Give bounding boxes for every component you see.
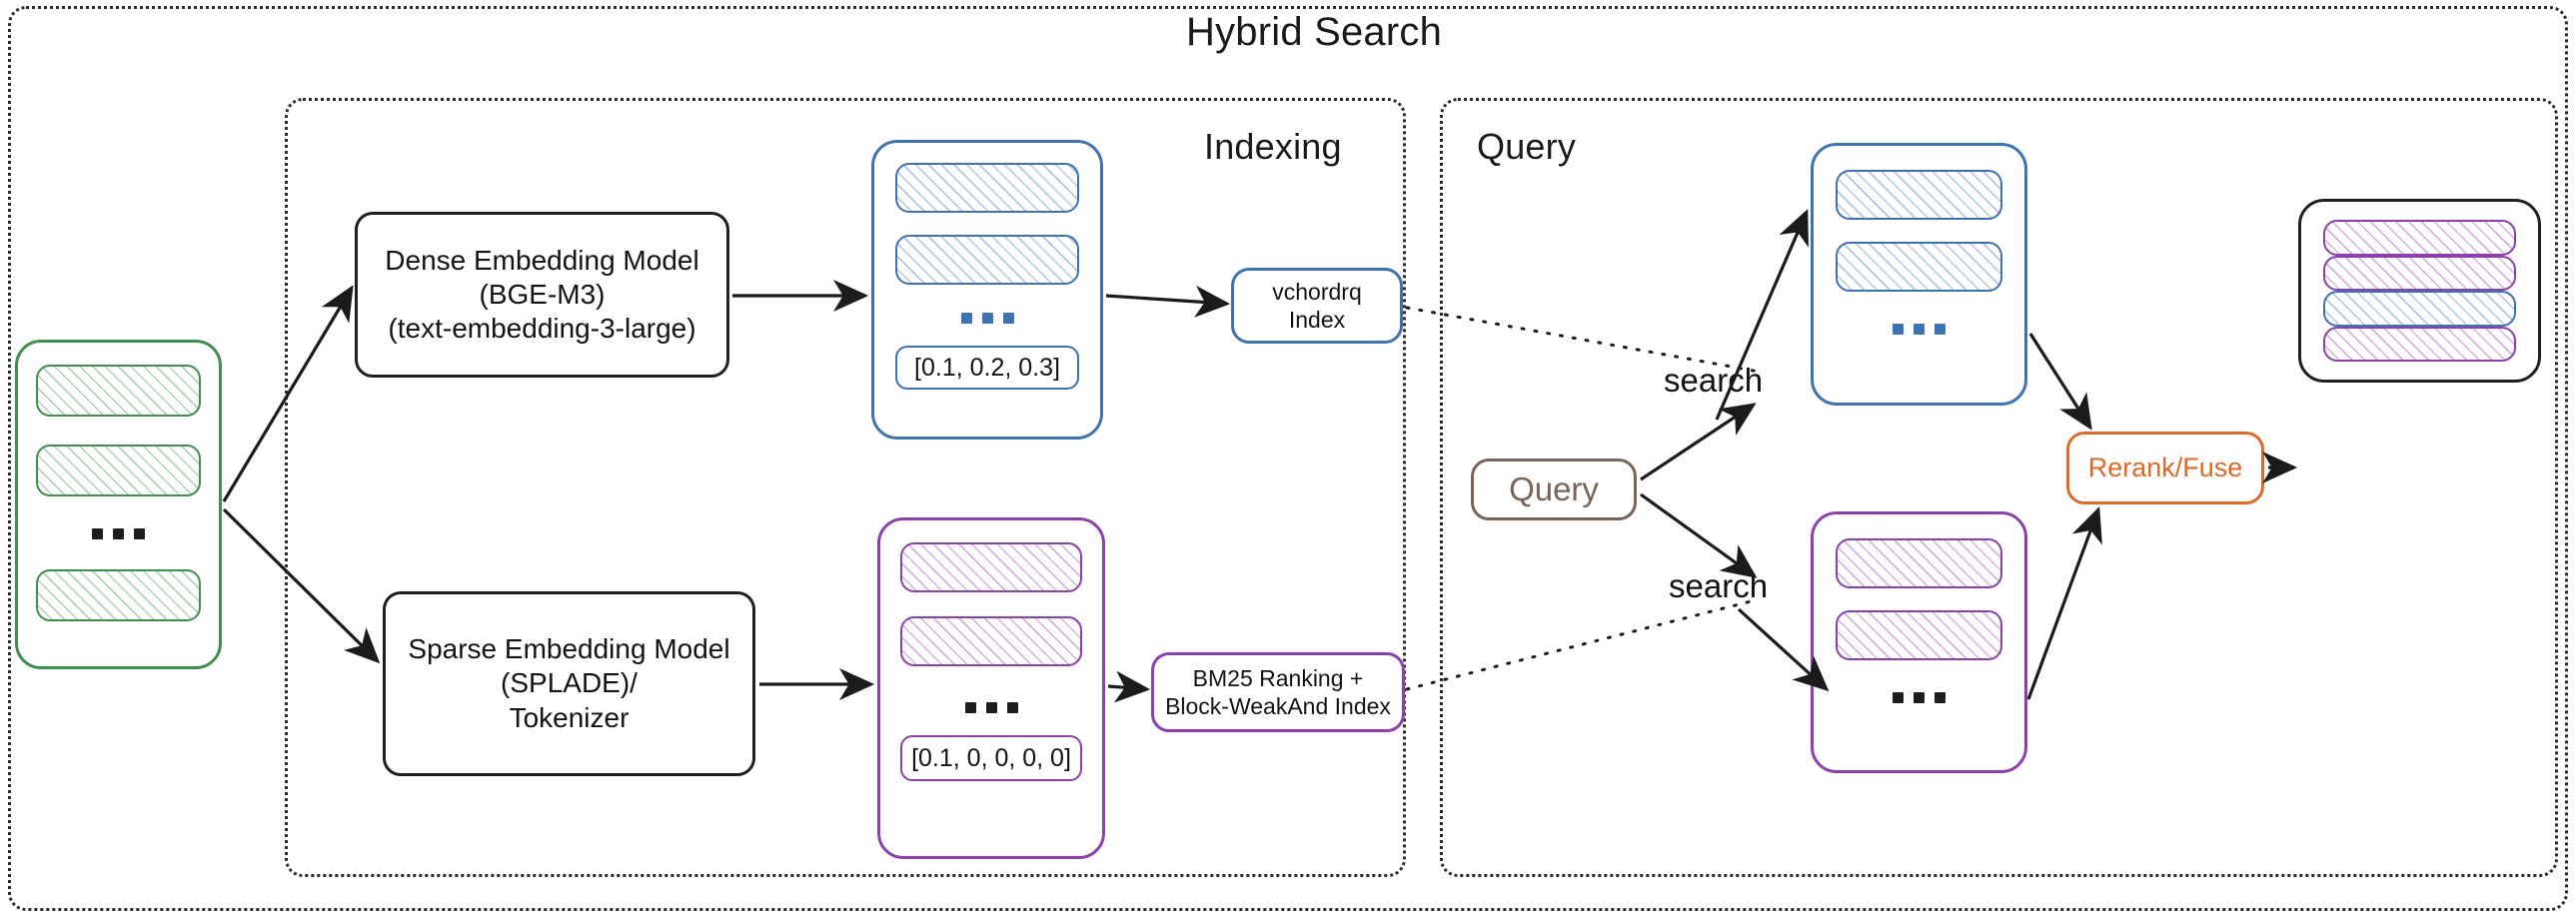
dense-results-ellipsis xyxy=(1893,324,1945,335)
query-node[interactable]: Query xyxy=(1471,459,1637,520)
document-item xyxy=(36,445,201,496)
sparse-results-stack xyxy=(1811,511,2027,773)
sparse-result-item xyxy=(1836,538,2002,588)
dense-result-item xyxy=(1836,170,2002,220)
final-results-stack-real xyxy=(2298,199,2541,383)
sparse-result-item xyxy=(1836,610,2002,660)
sparse-vector-value: [0.1, 0, 0, 0, 0] xyxy=(900,735,1082,781)
vchordrq-index-line-1: vchordrq xyxy=(1272,278,1362,305)
panel-title-indexing: Indexing xyxy=(1204,126,1342,167)
vchordrq-index-line-2: Index xyxy=(1288,307,1346,333)
sparse-vectors-stack: [0.1, 0, 0, 0, 0] xyxy=(877,517,1105,859)
panel-title-hybrid-search: Hybrid Search xyxy=(1186,10,1443,54)
document-item xyxy=(36,365,201,417)
dense-embedding-model-node[interactable]: Dense Embedding Model (BGE-M3) (text-emb… xyxy=(355,212,729,378)
sparse-embedding-model-node[interactable]: Sparse Embedding Model (SPLADE)/ Tokeniz… xyxy=(383,591,755,776)
edge-label-search-bottom: search xyxy=(1669,567,1769,604)
sparse-vector-item xyxy=(900,616,1082,666)
dense-results-stack xyxy=(1811,143,2027,406)
sparse-vectors-ellipsis xyxy=(964,702,1018,713)
dense-model-line-1: Dense Embedding Model xyxy=(385,244,699,276)
final-result-item xyxy=(2323,291,2516,327)
dense-vectors-ellipsis xyxy=(960,313,1014,324)
documents-ellipsis xyxy=(92,528,145,539)
final-result-item xyxy=(2323,255,2516,291)
bm25-index-line-2: Block-WeakAnd Index xyxy=(1165,693,1391,719)
dense-vector-value: [0.1, 0.2, 0.3] xyxy=(895,346,1079,390)
final-result-item xyxy=(2323,326,2516,362)
dense-vector-item xyxy=(895,235,1079,285)
query-node-label: Query xyxy=(1509,469,1599,507)
dense-model-line-2: (BGE-M3) xyxy=(479,278,606,310)
documents-stack xyxy=(15,340,222,669)
final-result-item xyxy=(2323,220,2516,256)
sparse-vector-item xyxy=(900,542,1082,592)
sparse-model-line-2: (SPLADE)/ xyxy=(501,667,638,699)
sparse-model-line-1: Sparse Embedding Model xyxy=(408,633,730,665)
bm25-index-node[interactable]: BM25 Ranking + Block-WeakAnd Index xyxy=(1151,652,1405,732)
sparse-results-ellipsis xyxy=(1893,692,1945,703)
edge-label-search-top: search xyxy=(1664,362,1764,399)
bm25-index-line-1: BM25 Ranking + xyxy=(1192,664,1364,691)
dense-result-item xyxy=(1836,242,2002,292)
panel-hybrid-search xyxy=(8,6,2568,911)
sparse-model-line-3: Tokenizer xyxy=(509,701,630,733)
panel-query xyxy=(1440,98,2558,877)
panel-title-query: Query xyxy=(1477,126,1577,167)
document-item xyxy=(36,569,201,621)
dense-vector-item xyxy=(895,163,1079,213)
vchordrq-index-node[interactable]: vchordrq Index xyxy=(1231,268,1403,344)
dense-model-line-3: (text-embedding-3-large) xyxy=(388,313,696,345)
rerank-fuse-label: Rerank/Fuse xyxy=(2087,453,2243,483)
dense-vectors-stack: [0.1, 0.2, 0.3] xyxy=(871,140,1103,440)
rerank-fuse-node[interactable]: Rerank/Fuse xyxy=(2066,432,2264,504)
